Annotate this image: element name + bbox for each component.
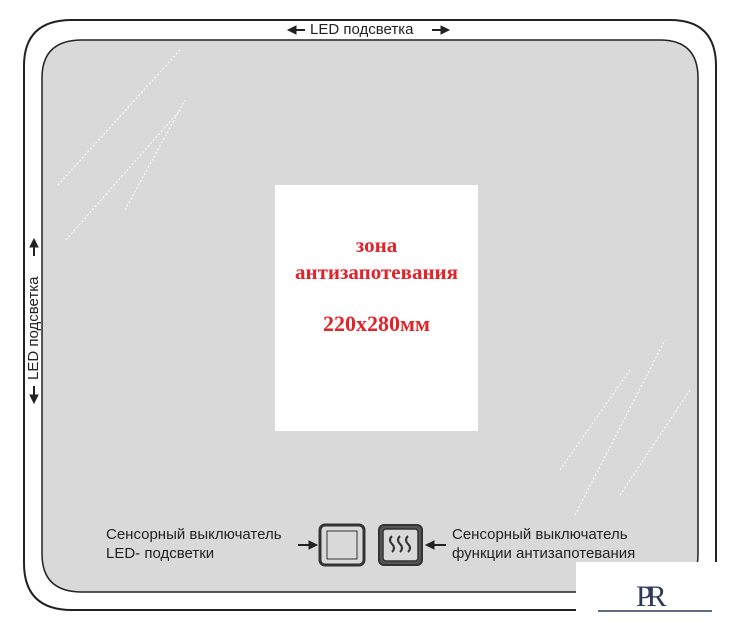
zone-size: 220x280мм — [323, 311, 430, 336]
side-led-label-text: LED подсветка — [25, 276, 42, 380]
led-switch-caption-line1: Сенсорный выключатель — [106, 526, 282, 543]
defog-switch-caption-line1: Сенсорный выключатель — [452, 526, 628, 543]
reflection-lines-bottom-right — [559, 339, 691, 516]
reflection-lines-top-left — [57, 49, 186, 241]
zone-title-line2: антизапотевания — [294, 260, 459, 284]
square-icon[interactable] — [318, 523, 366, 567]
side-led-label: LED подсветка — [25, 276, 42, 380]
switch-pointer-arrows — [298, 540, 446, 550]
led-switch-caption: Сенсорный выключатель LED- подсветки — [106, 525, 282, 563]
side-arrows — [29, 237, 39, 405]
top-led-label: LED подсветка — [310, 21, 414, 38]
led-switch-caption-line2: LED- подсветки — [106, 545, 215, 562]
defog-switch-caption-line2: функции антизапотевания — [452, 545, 636, 562]
top-arrows — [286, 25, 451, 35]
zone-title-line1: зона — [355, 233, 398, 257]
pr-logo-icon: PR — [576, 562, 743, 634]
defog-switch-caption: Сенсорный выключатель функции антизапоте… — [452, 525, 635, 563]
defog-heat-icon[interactable] — [378, 524, 423, 566]
defog-zone: зона антизапотевания 220x280мм — [275, 185, 478, 431]
